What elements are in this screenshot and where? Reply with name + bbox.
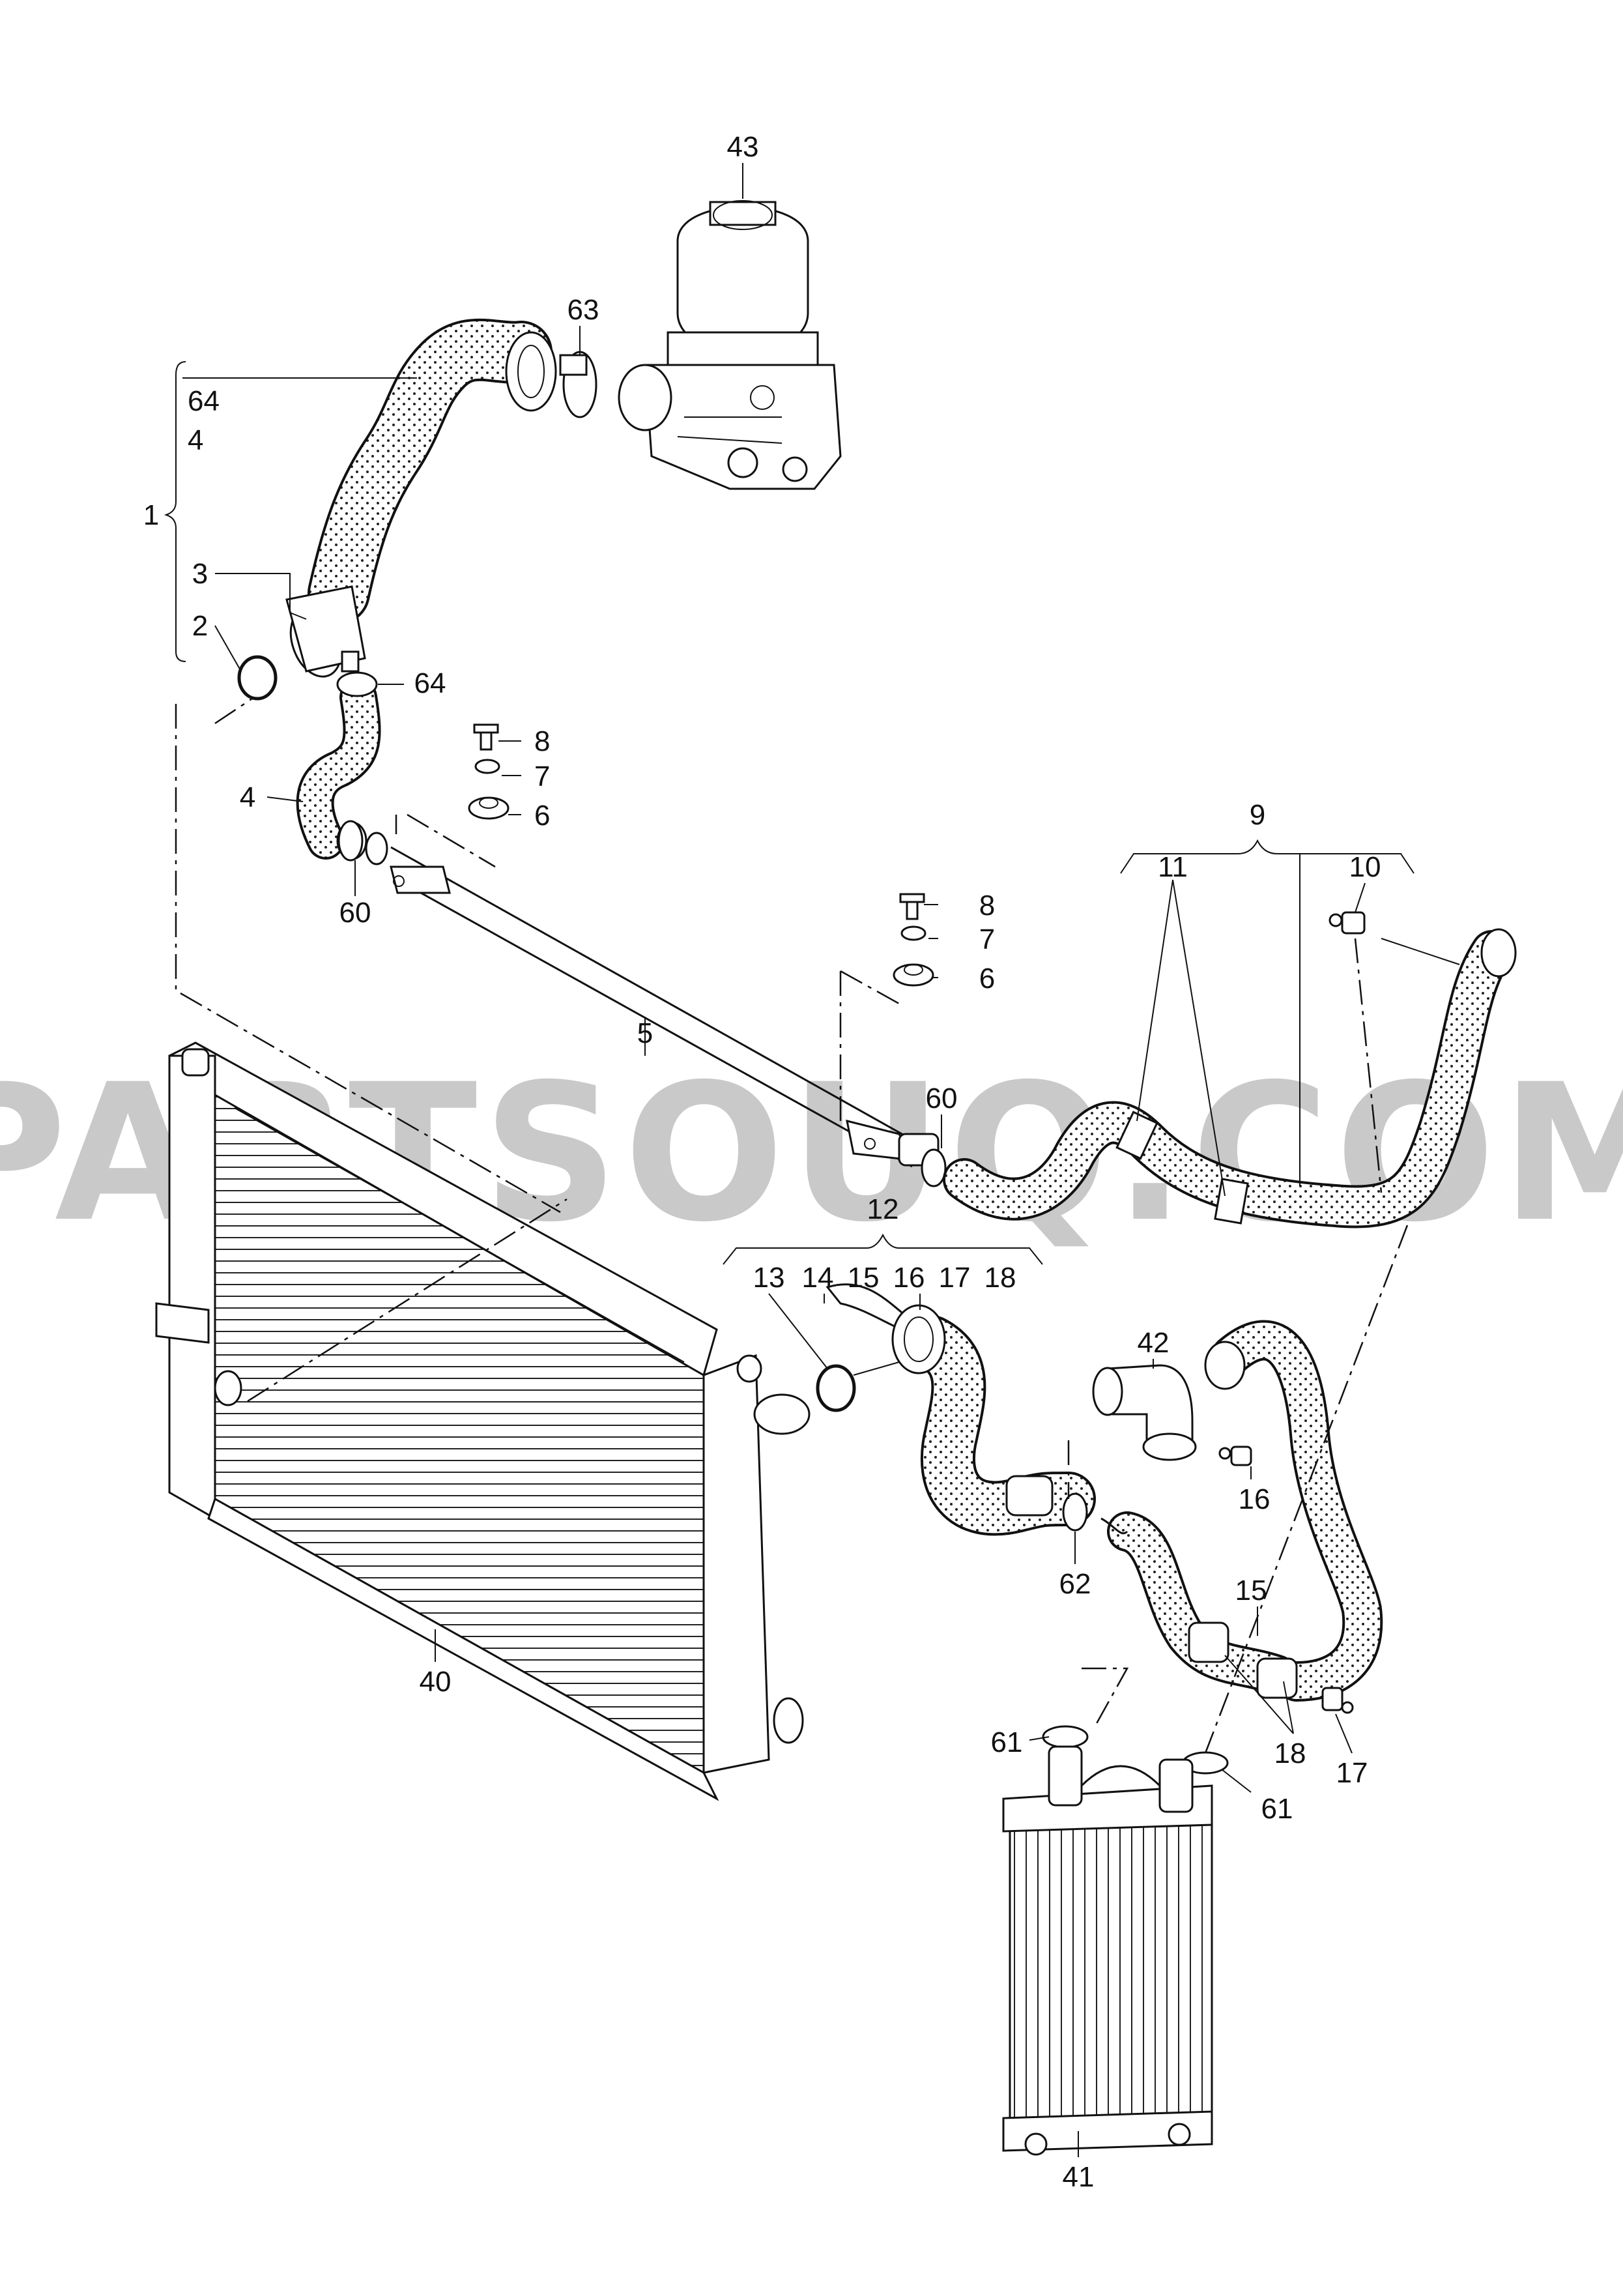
callout-9: 9 [1250, 799, 1265, 831]
o-ring-13 [816, 1364, 856, 1412]
callout-61: 61 [1261, 1793, 1293, 1825]
callout-11: 11 [1158, 851, 1188, 883]
radiator-40 [155, 1041, 811, 1801]
clip-17 [1321, 1687, 1354, 1714]
hose-16 [891, 1304, 1096, 1536]
fastener-set-upper [468, 723, 510, 820]
callout-7: 7 [534, 761, 550, 792]
callout-15: 15 [1235, 1575, 1267, 1606]
callout-labels: 43 63 64 4 1 3 2 64 8 7 6 4 60 5 8 7 6 6… [143, 131, 1381, 2193]
elbow-connector-42 [1092, 1364, 1197, 1461]
callout-7: 7 [979, 923, 995, 955]
callout-17: 17 [1336, 1757, 1368, 1789]
auxiliary-cooler-41 [1002, 1745, 1213, 2156]
callout-43: 43 [727, 131, 759, 163]
oil-filter-housing [618, 200, 842, 490]
callout-10: 10 [1349, 851, 1381, 883]
clamp-61-left [1042, 1725, 1089, 1749]
callout-8: 8 [534, 725, 550, 757]
callout-17: 17 [939, 1262, 971, 1294]
callout-40: 40 [420, 1666, 452, 1698]
clamp-60-lower [921, 1148, 947, 1187]
leader-lines [164, 163, 1460, 2157]
coolant-pipe-5 [365, 832, 940, 1168]
callout-18: 18 [984, 1262, 1016, 1294]
callout-64: 64 [188, 385, 220, 417]
callout-18: 18 [1274, 1737, 1306, 1769]
callout-14: 14 [802, 1262, 834, 1294]
o-ring-2 [237, 655, 278, 701]
clamp-60-upper [338, 820, 364, 862]
callout-2: 2 [192, 610, 208, 642]
fastener-set-lower [893, 893, 934, 987]
callout-6: 6 [534, 800, 550, 832]
callout-61: 61 [991, 1726, 1023, 1758]
callout-63: 63 [567, 294, 599, 326]
callout-16: 16 [1239, 1483, 1271, 1515]
reference-lines [175, 696, 1409, 1754]
callout-6: 6 [979, 963, 995, 995]
callout-60: 60 [339, 897, 371, 929]
clamp-62 [1062, 1492, 1128, 1534]
callout-4: 4 [188, 424, 203, 456]
hose-15-18 [1107, 1320, 1383, 1702]
callout-42: 42 [1138, 1327, 1170, 1359]
callout-12: 12 [867, 1193, 899, 1225]
callout-62: 62 [1059, 1568, 1091, 1600]
callout-1: 1 [143, 499, 159, 531]
callout-64: 64 [414, 667, 446, 699]
clip-10 [1329, 911, 1366, 935]
callout-5: 5 [637, 1017, 653, 1049]
callout-60: 60 [926, 1083, 958, 1114]
callout-13: 13 [753, 1262, 785, 1294]
callout-8: 8 [979, 890, 995, 922]
clip-16 [1218, 1446, 1252, 1466]
clamp-63 [559, 351, 597, 418]
callout-4: 4 [240, 781, 255, 813]
callout-3: 3 [192, 558, 208, 590]
hose-assembly-9 [943, 928, 1517, 1228]
callout-16: 16 [893, 1262, 925, 1294]
callout-15: 15 [848, 1262, 880, 1294]
upper-coolant-hose [285, 318, 557, 678]
callout-41: 41 [1063, 2161, 1095, 2193]
